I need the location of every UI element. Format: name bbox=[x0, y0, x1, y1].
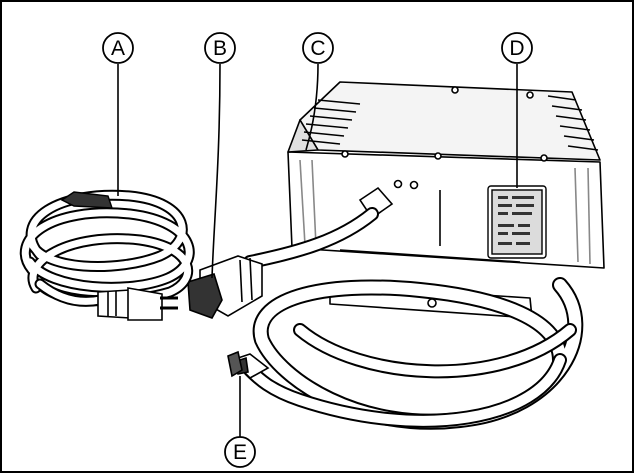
leader-c bbox=[305, 63, 319, 151]
ac-plug bbox=[97, 287, 178, 321]
callout-a: A bbox=[102, 32, 134, 64]
callout-e: E bbox=[224, 436, 256, 468]
status-indicator-panel bbox=[487, 185, 547, 259]
callout-c-label: C bbox=[310, 37, 325, 60]
charger-plug bbox=[187, 255, 263, 319]
callout-d: D bbox=[501, 32, 533, 64]
callout-b-label: B bbox=[213, 37, 227, 60]
callout-a-label: A bbox=[111, 37, 125, 60]
dc-output-connector bbox=[227, 350, 270, 379]
callout-d-label: D bbox=[509, 37, 524, 60]
leader-lines bbox=[117, 63, 518, 438]
housing-side-face bbox=[287, 119, 319, 153]
leader-b bbox=[211, 63, 221, 279]
housing-top-face bbox=[299, 81, 601, 161]
callout-e-label: E bbox=[233, 441, 247, 464]
housing-front-face bbox=[287, 151, 605, 269]
callout-b: B bbox=[204, 32, 236, 64]
callout-c: C bbox=[302, 32, 334, 64]
heat-fins-right bbox=[547, 95, 599, 151]
output-cable bbox=[243, 186, 584, 430]
